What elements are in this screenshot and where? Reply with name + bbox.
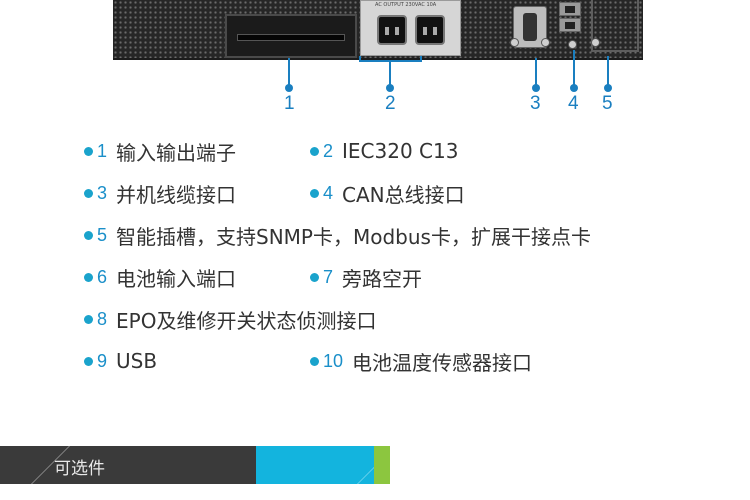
screw-icon [510, 38, 519, 47]
callout-number-5: 5 [602, 93, 613, 114]
can-bus-port-1 [559, 2, 581, 16]
banner-slash-decoration [293, 446, 374, 484]
callout-dot-1 [285, 84, 293, 92]
banner-dark-block: 可选件 [0, 446, 256, 484]
legend-item-3: 3 并机线缆接口 [84, 180, 237, 207]
callout-line-3 [535, 58, 537, 86]
legend-item-2: 2 IEC320 C13 [310, 138, 458, 164]
legend-text: 电池输入端口 [116, 266, 237, 291]
iec-socket-2 [415, 15, 445, 45]
callout-dot-3 [532, 84, 540, 92]
callout-line-1 [288, 58, 290, 86]
banner-cyan-block [256, 446, 374, 484]
callout-line-4 [573, 50, 575, 86]
input-output-terminal [225, 14, 357, 58]
legend-item-7: 7 旁路空开 [310, 264, 423, 291]
legend-text: CAN总线接口 [342, 182, 465, 207]
legend-text: USB [116, 349, 158, 373]
callout-number-1: 1 [284, 93, 295, 114]
screw-icon [568, 40, 577, 49]
bullet-icon [84, 188, 93, 198]
bullet-icon [84, 272, 93, 282]
legend-text: 并机线缆接口 [116, 182, 237, 207]
banner-green-block [374, 446, 390, 484]
legend-number: 8 [97, 308, 108, 329]
legend-item-5: 5 智能插槽，支持SNMP卡，Modbus卡，扩展干接点卡 [84, 222, 591, 249]
iec320-output-block: AC OUTPUT 230VAC 10A [360, 0, 461, 56]
legend-number: 9 [97, 350, 108, 371]
bullet-icon [84, 146, 93, 156]
bullet-icon [310, 146, 319, 156]
bullet-icon [310, 188, 319, 198]
legend-item-10: 10 电池温度传感器接口 [310, 348, 533, 375]
legend-item-1: 1 输入输出端子 [84, 138, 237, 165]
callout-line-5 [607, 56, 609, 86]
screw-icon [591, 38, 600, 47]
legend-text: IEC320 C13 [342, 139, 459, 163]
callout-dot-5 [604, 84, 612, 92]
bullet-icon [84, 230, 93, 240]
smart-slot [591, 0, 639, 52]
legend-text: 输入输出端子 [116, 140, 237, 165]
legend-number: 3 [97, 182, 108, 203]
callout-dot-2 [386, 84, 394, 92]
bullet-icon [310, 272, 319, 282]
callout-number-3: 3 [530, 93, 541, 114]
bullet-icon [84, 356, 93, 366]
legend-number: 7 [323, 266, 334, 287]
callout-number-2: 2 [385, 93, 396, 114]
bullet-icon [310, 356, 319, 366]
legend-text: 旁路空开 [342, 266, 423, 291]
legend-item-6: 6 电池输入端口 [84, 264, 237, 291]
legend-number: 1 [97, 140, 108, 161]
legend-item-9: 9 USB [84, 348, 157, 374]
can-bus-port-2 [559, 18, 581, 32]
legend-text: 电池温度传感器接口 [352, 350, 533, 375]
legend-item-8: 8 EPO及维修开关状态侦测接口 [84, 306, 377, 333]
iec-socket-1 [377, 15, 407, 45]
legend-number: 2 [323, 140, 334, 161]
legend-text: EPO及维修开关状态侦测接口 [116, 308, 377, 333]
callout-dot-4 [570, 84, 578, 92]
section-banner: 可选件 [0, 446, 750, 484]
callout-number-4: 4 [568, 93, 579, 114]
legend-number: 10 [323, 350, 344, 371]
section-title: 可选件 [54, 459, 105, 479]
callout-line-2 [389, 60, 391, 86]
legend-number: 6 [97, 266, 108, 287]
output-label: AC OUTPUT 230VAC 10A [375, 2, 437, 8]
legend-number: 4 [323, 182, 334, 203]
ups-rear-panel-image: AC OUTPUT 230VAC 10A [113, 0, 643, 60]
bullet-icon [84, 314, 93, 324]
legend-number: 5 [97, 224, 108, 245]
legend-item-4: 4 CAN总线接口 [310, 180, 465, 207]
legend-text: 智能插槽，支持SNMP卡，Modbus卡，扩展干接点卡 [116, 224, 591, 249]
screw-icon [541, 38, 550, 47]
